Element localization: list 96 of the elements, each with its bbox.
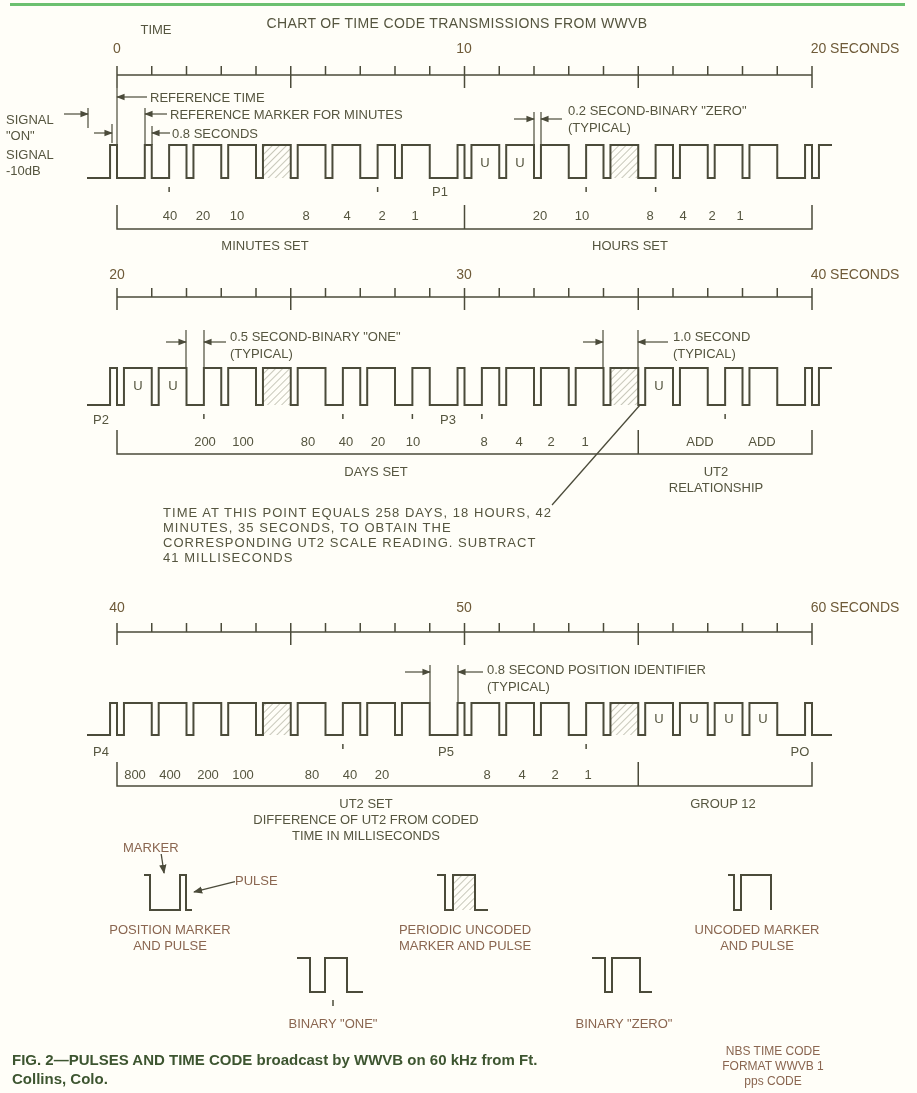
bit-weight-label: 1 xyxy=(736,208,744,225)
uncoded-mark: U xyxy=(133,378,143,395)
bit-weight-label: 8 xyxy=(302,208,310,225)
bit-weight-label: 20 xyxy=(374,767,390,784)
bit-weight-label: 10 xyxy=(229,208,245,225)
bit-weight-label: 40 xyxy=(338,434,354,451)
position-marker-label: P5 xyxy=(438,744,454,761)
legend-label: UNCODED MARKER AND PULSE xyxy=(693,922,821,955)
bit-weight-label: 20 xyxy=(532,208,548,225)
bit-weight-label: 8 xyxy=(480,434,488,451)
bit-weight-label: 100 xyxy=(232,767,254,784)
group-label: UT2 SET xyxy=(339,796,393,813)
bit-weight-label: 10 xyxy=(405,434,421,451)
callout-text: 0.5 SECOND-BINARY "ONE" xyxy=(230,329,401,346)
signal-level-label: SIGNAL "ON" xyxy=(6,112,55,145)
bit-weight-label: 40 xyxy=(162,208,178,225)
format-note: NBS TIME CODE FORMAT WWVB 1 pps CODE xyxy=(721,1044,825,1089)
uncoded-mark: U xyxy=(480,155,490,172)
legend-label: BINARY "ONE" xyxy=(288,1016,378,1033)
scale-number: 20 SECONDS xyxy=(810,40,900,58)
callout-text: 0.8 SECOND POSITION IDENTIFIER xyxy=(487,662,706,679)
bit-weight-label: 20 xyxy=(370,434,386,451)
bit-weight-label: 80 xyxy=(304,767,320,784)
figure-caption: FIG. 2—PULSES AND TIME CODE broadcast by WWVB on 60 kHz from Ft. Collins, Colo. xyxy=(12,1050,539,1088)
scale-number: 10 xyxy=(456,40,472,58)
callout-text: 0.2 SECOND-BINARY "ZERO" xyxy=(568,103,747,120)
leader-line xyxy=(551,404,641,506)
bit-weight-label: 200 xyxy=(194,434,216,451)
annotation-text: TIME AT THIS POINT EQUALS 258 DAYS, 18 HOURS, 42 MINUTES, 35 SECONDS, TO OBTAIN THE CORRESPONDING UT2 SCALE READING. SUBTRACT 41 MILLISECONDS xyxy=(163,505,553,565)
uncoded-mark: U xyxy=(654,378,664,395)
bit-weight-label: 4 xyxy=(515,434,523,451)
callout-text: 0.8 SECONDS xyxy=(172,126,258,143)
bit-weight-label: 2 xyxy=(378,208,386,225)
callout-text: (TYPICAL) xyxy=(230,346,293,363)
callout-text: 1.0 SECOND xyxy=(673,329,751,346)
legend-label: POSITION MARKER AND PULSE xyxy=(108,922,232,955)
callout-text: (TYPICAL) xyxy=(487,679,550,696)
bit-weight-label: 10 xyxy=(574,208,590,225)
legend-label: BINARY "ZERO" xyxy=(575,1016,673,1033)
callout-text: PULSE xyxy=(235,872,279,890)
bit-weight-label: 200 xyxy=(197,767,219,784)
scale-number: 0 xyxy=(113,40,121,58)
bit-weight-label: 1 xyxy=(581,434,589,451)
uncoded-mark: U xyxy=(168,378,178,395)
callout-text: REFERENCE MARKER FOR MINUTES xyxy=(170,107,403,124)
callout-text: REFERENCE TIME xyxy=(150,90,265,107)
callout-text: (TYPICAL) xyxy=(673,346,736,363)
uncoded-mark: U xyxy=(724,711,734,728)
chart-title: CHART OF TIME CODE TRANSMISSIONS FROM WWVB xyxy=(266,14,648,33)
bit-weight-label: 8 xyxy=(483,767,491,784)
position-marker-label: P4 xyxy=(93,744,109,761)
scale-number: 30 xyxy=(456,266,472,284)
bit-weight-label: 400 xyxy=(159,767,181,784)
position-marker-label: P1 xyxy=(432,184,448,201)
bit-weight-label: 4 xyxy=(343,208,351,225)
uncoded-mark: U xyxy=(515,155,525,172)
group-note: DIFFERENCE OF UT2 FROM CODED TIME IN MILLISECONDS xyxy=(252,812,480,845)
group-label: MINUTES SET xyxy=(221,238,309,255)
scale-number: 40 SECONDS xyxy=(810,266,900,284)
legend-sample xyxy=(142,873,194,912)
bit-weight-label: 20 xyxy=(195,208,211,225)
uncoded-mark: U xyxy=(758,711,768,728)
group-label: UT2 RELATIONSHIP xyxy=(667,464,765,497)
axis-title: TIME xyxy=(140,22,172,39)
group-label: HOURS SET xyxy=(592,238,668,255)
scale-number: 20 xyxy=(109,266,125,284)
position-marker-label: P2 xyxy=(93,412,109,429)
callout-text: MARKER xyxy=(123,839,180,857)
bit-weight-label: 8 xyxy=(646,208,654,225)
bit-weight-label: 1 xyxy=(584,767,592,784)
group-label: GROUP 12 xyxy=(690,796,756,813)
uncoded-mark: U xyxy=(654,711,664,728)
bit-weight-label: ADD xyxy=(686,434,714,451)
leader-line xyxy=(193,880,236,894)
signal-level-label: SIGNAL -10dB xyxy=(6,147,55,180)
bit-weight-label: 1 xyxy=(411,208,419,225)
uncoded-mark: U xyxy=(689,711,699,728)
bit-weight-label: 80 xyxy=(300,434,316,451)
bit-weight-label: ADD xyxy=(748,434,776,451)
scale-number: 40 xyxy=(109,599,125,617)
leader-line xyxy=(159,853,167,874)
scale-number: 60 SECONDS xyxy=(810,599,900,617)
bit-weight-label: 800 xyxy=(124,767,146,784)
bit-weight-label: 4 xyxy=(518,767,526,784)
group-label: DAYS SET xyxy=(344,464,408,481)
bit-weight-label: 100 xyxy=(232,434,254,451)
callout-text: (TYPICAL) xyxy=(568,120,631,137)
bit-weight-label: 40 xyxy=(342,767,358,784)
legend-label: PERIODIC UNCODED MARKER AND PULSE xyxy=(397,922,533,955)
bit-weight-label: 2 xyxy=(708,208,716,225)
bit-weight-label: 2 xyxy=(551,767,559,784)
position-marker-label: PO xyxy=(790,744,810,761)
bit-weight-label: 2 xyxy=(547,434,555,451)
position-marker-label: P3 xyxy=(440,412,456,429)
scale-number: 50 xyxy=(456,599,472,617)
bit-weight-label: 4 xyxy=(679,208,687,225)
